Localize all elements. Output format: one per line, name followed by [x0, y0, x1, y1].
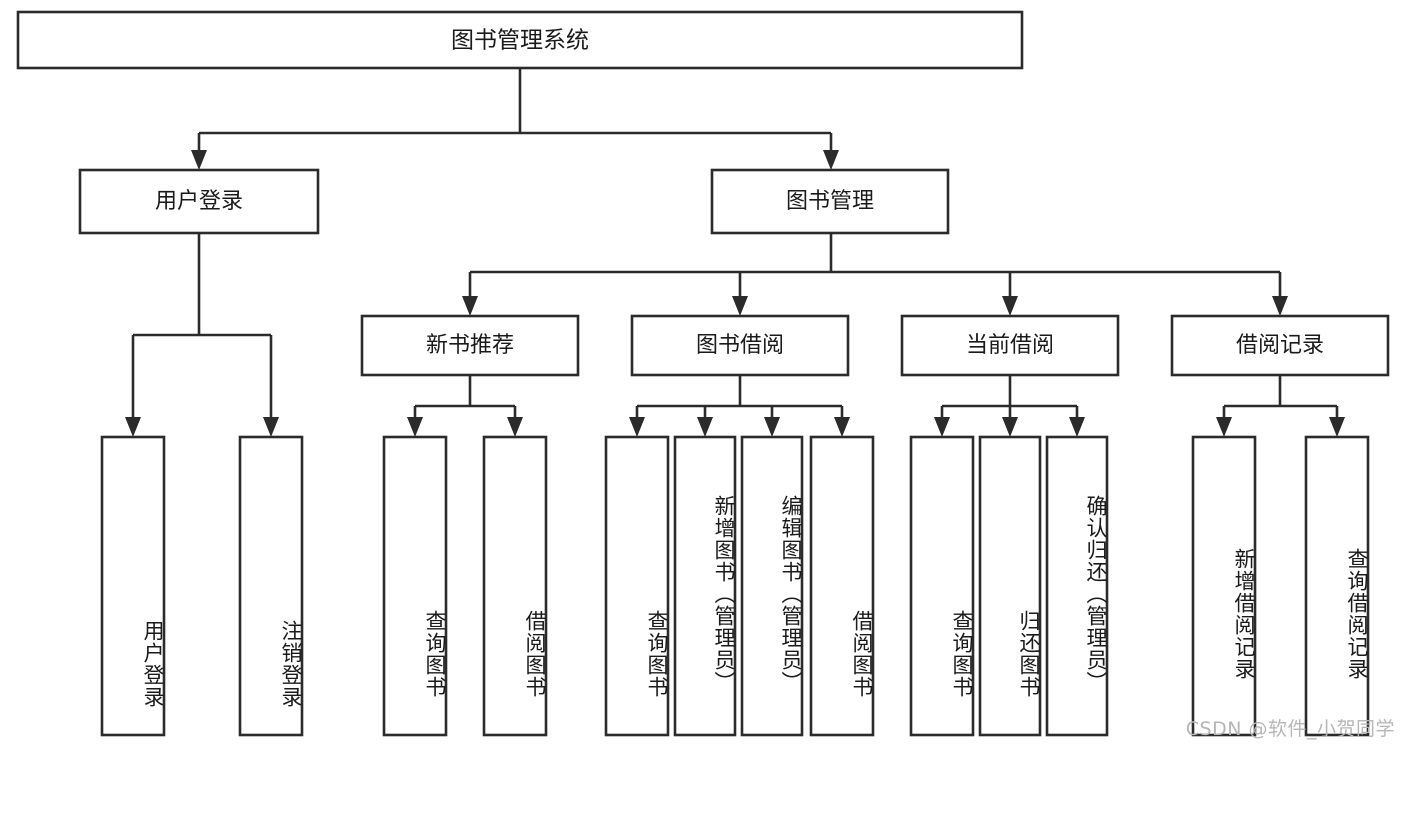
- arrowhead-borrow-record: [1272, 296, 1288, 316]
- arrowhead-leaf-confirm-return: [1069, 417, 1085, 437]
- arrowhead-new-book: [462, 296, 478, 316]
- leaf-box-add-book[interactable]: [673, 435, 737, 737]
- arrowhead-leaf-borrow-book-1: [507, 417, 523, 437]
- arrowhead-leaf-logout: [263, 417, 279, 437]
- connectors-newbook-to-leaves: [407, 375, 523, 437]
- leaf-box-query-book-2[interactable]: [604, 435, 670, 737]
- node-box-book-manage[interactable]: [710, 168, 950, 235]
- node-box-current-borrow[interactable]: [900, 314, 1120, 377]
- functional-structure-diagram: 图书管理系统 用户登录 图书管理 新书推荐 图书借阅 当前借阅 借阅记录: [16, 10, 1395, 740]
- connectors-root-to-level2: [191, 68, 839, 170]
- node-label-borrow-record: 借阅记录: [1236, 333, 1324, 358]
- node-box-book-borrow[interactable]: [630, 314, 850, 377]
- arrowhead-leaf-query-book-1: [407, 417, 423, 437]
- arrowhead-leaf-user-login: [125, 417, 141, 437]
- node-label-book-manage: 图书管理: [786, 189, 874, 214]
- leaf-box-query-book-1[interactable]: [382, 435, 448, 737]
- arrowhead-leaf-return-book: [1002, 417, 1018, 437]
- node-box-user-login[interactable]: [78, 168, 320, 235]
- arrowhead-book-borrow: [732, 296, 748, 316]
- arrowhead-leaf-query-book-2: [629, 417, 645, 437]
- connectors-bookmanage-to-level3: [462, 233, 1288, 316]
- leaf-box-query-book-3[interactable]: [909, 435, 975, 737]
- leaf-box-logout[interactable]: [238, 435, 304, 737]
- arrowhead-leaf-borrow-book-2: [834, 417, 850, 437]
- leaf-box-borrow-book-2[interactable]: [809, 435, 875, 737]
- connectors-currentborrow-to-leaves: [934, 375, 1085, 437]
- arrowhead-leaf-add-book: [697, 417, 713, 437]
- leaf-box-edit-book[interactable]: [740, 435, 804, 737]
- arrowhead-current-borrow: [1002, 296, 1018, 316]
- leaf-box-query-record[interactable]: [1304, 435, 1370, 737]
- leaf-box-confirm-return[interactable]: [1045, 435, 1109, 737]
- leaf-box-user-login[interactable]: [100, 435, 166, 737]
- node-label-root: 图书管理系统: [451, 28, 589, 54]
- csdn-watermark: CSDN @软件_小贺同学: [1185, 718, 1395, 740]
- node-box-borrow-record[interactable]: [1170, 314, 1390, 377]
- leaf-box-borrow-book-1[interactable]: [482, 435, 548, 737]
- arrowhead-leaf-query-book-3: [934, 417, 950, 437]
- node-box-root[interactable]: [16, 10, 1024, 70]
- node-label-current-borrow: 当前借阅: [966, 333, 1054, 358]
- arrowhead-leaf-edit-book: [764, 417, 780, 437]
- connectors-userlogin-to-leaves: [125, 233, 279, 437]
- connectors-borrowrecord-to-leaves: [1216, 375, 1345, 437]
- leaf-box-return-book[interactable]: [978, 435, 1042, 737]
- arrowhead-book-manage: [823, 150, 839, 170]
- leaf-box-add-record[interactable]: [1191, 435, 1257, 737]
- connectors-bookborrow-to-leaves: [629, 375, 850, 437]
- node-label-book-borrow: 图书借阅: [696, 333, 784, 358]
- node-label-new-book-recommend: 新书推荐: [426, 333, 514, 358]
- diagram-canvas: 图书管理系统 用户登录 图书管理 新书推荐 图书借阅 当前借阅 借阅记录: [16, 10, 1390, 737]
- arrowhead-leaf-add-record: [1216, 417, 1232, 437]
- node-label-user-login: 用户登录: [155, 189, 243, 214]
- arrowhead-leaf-query-record: [1329, 417, 1345, 437]
- node-box-new-book-recommend[interactable]: [360, 314, 580, 377]
- arrowhead-user-login: [191, 150, 207, 170]
